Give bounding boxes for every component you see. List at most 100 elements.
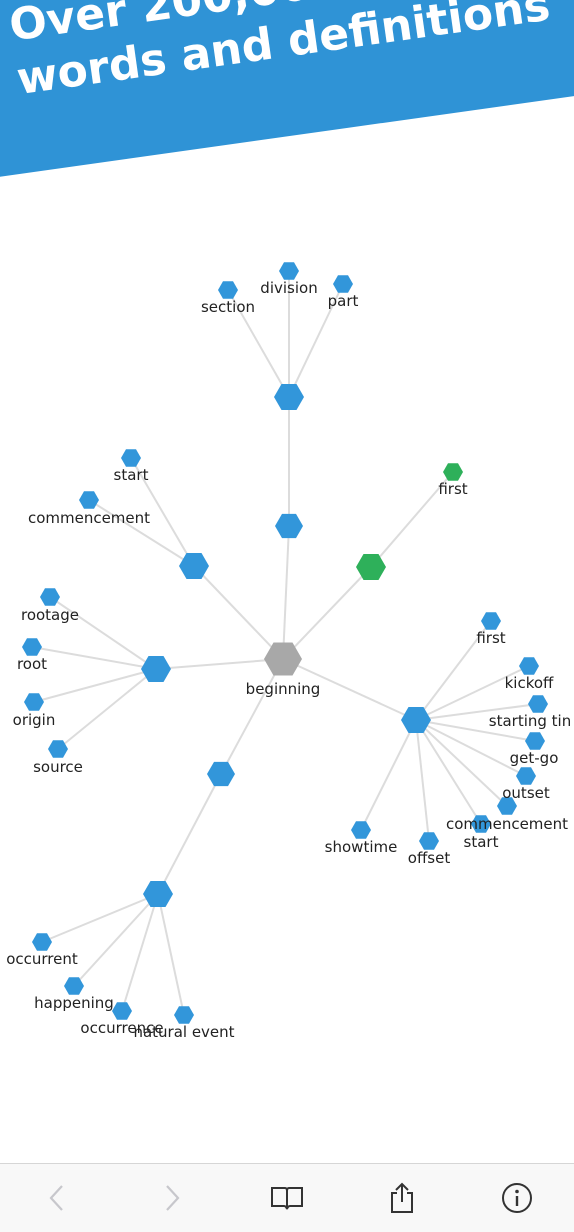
- share-button[interactable]: [382, 1178, 422, 1218]
- leaf-node[interactable]: [443, 463, 463, 481]
- leaf-node[interactable]: [525, 732, 545, 750]
- forward-icon: [166, 1185, 180, 1211]
- graph-labels: beginningsectiondivisionpartstartcommenc…: [6, 279, 571, 1041]
- edge-origin-group-1: [31, 646, 157, 670]
- leaf-node[interactable]: [174, 1006, 194, 1024]
- hub-node-first-group[interactable]: [356, 554, 386, 580]
- leaf-label-origin-group[interactable]: root: [17, 655, 47, 673]
- leaf-label-kickoff-group[interactable]: outset: [502, 784, 550, 802]
- leaf-node[interactable]: [79, 491, 99, 509]
- center-node[interactable]: [264, 642, 302, 676]
- edge-event-group-2: [121, 893, 159, 1012]
- edge-center-hub-1: [193, 565, 284, 660]
- leaf-label-start-group[interactable]: commencement: [28, 509, 150, 527]
- intermediate-node[interactable]: [207, 761, 235, 787]
- leaf-label-kickoff-group[interactable]: commencement: [446, 815, 568, 833]
- leaf-node[interactable]: [333, 275, 353, 293]
- leaf-label-kickoff-group[interactable]: first: [476, 629, 505, 647]
- hub-node-division-group[interactable]: [274, 384, 304, 410]
- edge-kickoff-group-4: [415, 719, 527, 777]
- leaf-node[interactable]: [218, 281, 238, 299]
- hub-node-event-group[interactable]: [143, 881, 173, 907]
- leaf-label-kickoff-group[interactable]: starting tin: [489, 712, 571, 730]
- info-button[interactable]: [497, 1178, 537, 1218]
- leaf-label-event-group[interactable]: occurrence: [80, 1019, 163, 1037]
- edge-start-group-1: [88, 499, 195, 567]
- leaf-node[interactable]: [64, 977, 84, 995]
- edge-kickoff-group-0: [415, 620, 492, 721]
- leaf-node[interactable]: [32, 933, 52, 951]
- back-icon: [49, 1185, 64, 1211]
- graph-edges: [31, 271, 539, 1016]
- leaf-node[interactable]: [40, 588, 60, 606]
- leaf-node[interactable]: [528, 695, 548, 713]
- leaf-label-first-group[interactable]: first: [438, 480, 467, 498]
- leaf-node[interactable]: [351, 821, 371, 839]
- leaf-label-origin-group[interactable]: rootage: [21, 606, 79, 624]
- leaf-label-event-group[interactable]: occurrent: [6, 950, 78, 968]
- edge-event-group-1: [73, 893, 159, 987]
- back-button[interactable]: [37, 1178, 77, 1218]
- edge-kickoff-group-6: [415, 719, 482, 825]
- edge-kickoff-group-1: [415, 665, 530, 721]
- leaf-label-division-group[interactable]: part: [328, 292, 359, 310]
- edge-intermediate-hub-1: [157, 773, 222, 895]
- leaf-label-kickoff-group[interactable]: showtime: [325, 838, 398, 856]
- hub-node-start-group[interactable]: [179, 553, 209, 579]
- leaf-node[interactable]: [471, 815, 491, 833]
- leaf-node[interactable]: [279, 262, 299, 280]
- browser-toolbar: [0, 1163, 574, 1232]
- leaf-label-kickoff-group[interactable]: kickoff: [505, 674, 554, 692]
- info-icon: [501, 1183, 532, 1213]
- share-icon: [390, 1182, 413, 1213]
- edge-event-group-3: [157, 893, 185, 1016]
- edge-event-group-0: [41, 893, 159, 943]
- forward-button[interactable]: [152, 1178, 192, 1218]
- edge-origin-group-3: [57, 668, 157, 750]
- leaf-label-kickoff-group[interactable]: offset: [408, 849, 451, 867]
- center-label[interactable]: beginning: [246, 680, 321, 698]
- leaf-node[interactable]: [419, 832, 439, 850]
- hub-node-origin-group[interactable]: [141, 656, 171, 682]
- edge-center-hub-4: [282, 658, 417, 721]
- edge-kickoff-group-2: [415, 703, 539, 721]
- leaf-label-event-group[interactable]: natural event: [133, 1023, 234, 1041]
- leaf-label-kickoff-group[interactable]: get-go: [510, 749, 559, 767]
- edge-kickoff-group-5: [415, 719, 508, 807]
- edge-origin-group-2: [33, 668, 157, 703]
- leaf-node[interactable]: [497, 797, 517, 815]
- leaf-node[interactable]: [24, 693, 44, 711]
- edge-kickoff-group-3: [415, 719, 536, 742]
- edge-kickoff-group-7: [415, 719, 430, 842]
- edge-center-hub-2: [282, 566, 372, 660]
- edge-center-intermediate-0: [282, 525, 290, 660]
- leaf-node[interactable]: [22, 638, 42, 656]
- leaf-node[interactable]: [481, 612, 501, 630]
- leaf-node[interactable]: [519, 657, 539, 675]
- edge-center-intermediate-1: [220, 658, 284, 775]
- leaf-label-start-group[interactable]: start: [114, 466, 149, 484]
- edge-origin-group-0: [49, 596, 157, 670]
- edge-kickoff-group-8: [360, 719, 417, 831]
- edge-division-group-0: [227, 289, 290, 398]
- bookmarks-button[interactable]: [267, 1178, 307, 1218]
- leaf-label-origin-group[interactable]: origin: [13, 711, 56, 729]
- hub-node-kickoff-group[interactable]: [401, 707, 431, 733]
- leaf-node[interactable]: [48, 740, 68, 758]
- edge-start-group-0: [130, 457, 195, 567]
- leaf-node[interactable]: [516, 767, 536, 785]
- bookmarks-icon: [270, 1187, 303, 1210]
- leaf-label-origin-group[interactable]: source: [33, 758, 83, 776]
- leaf-node[interactable]: [112, 1002, 132, 1020]
- intermediate-node[interactable]: [275, 513, 303, 539]
- edge-first-group-0: [370, 471, 454, 568]
- leaf-label-division-group[interactable]: division: [260, 279, 317, 297]
- leaf-node[interactable]: [121, 449, 141, 467]
- leaf-label-division-group[interactable]: section: [201, 298, 255, 316]
- edge-center-hub-3: [155, 658, 284, 670]
- leaf-label-event-group[interactable]: happening: [34, 994, 114, 1012]
- edge-division-group-2: [288, 283, 344, 398]
- graph-nodes: [22, 262, 548, 1024]
- leaf-label-kickoff-group[interactable]: start: [464, 833, 499, 851]
- word-graph: beginningsectiondivisionpartstartcommenc…: [6, 262, 571, 1041]
